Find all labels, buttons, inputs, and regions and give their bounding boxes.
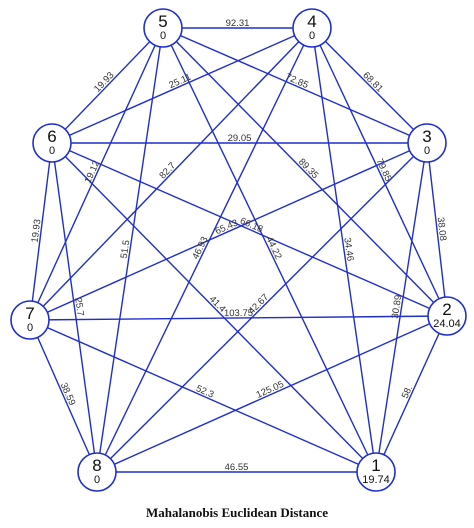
edge-3-7 — [29, 142, 428, 321]
edge-8-2 — [96, 315, 448, 473]
edge-7-2 — [29, 315, 448, 321]
edge-6-2 — [51, 142, 448, 317]
node-5: 50 — [143, 8, 183, 48]
edge-label-5-6: 19.93 — [92, 70, 116, 95]
edge-5-7 — [29, 27, 164, 321]
edge-4-6 — [51, 27, 313, 144]
node-value-label: 19.74 — [362, 474, 390, 486]
node-3: 30 — [407, 123, 447, 163]
node-value-label: 0 — [424, 145, 430, 157]
node-circle — [77, 452, 117, 492]
edge-5-2 — [162, 27, 448, 317]
node-4: 40 — [292, 8, 332, 48]
edge-label-6-3: 29.05 — [228, 133, 252, 144]
edge-3-8 — [96, 142, 428, 473]
edge-4-1 — [311, 27, 377, 473]
edge-label-5-2: 89.35 — [296, 157, 321, 182]
edge-label-3-1: 30.89 — [390, 294, 405, 319]
edge-label-7-2: 103.75 — [224, 308, 253, 319]
edge-label-3-2: 38.08 — [435, 217, 449, 242]
node-id-label: 6 — [47, 127, 56, 146]
node-value-label: 0 — [27, 322, 33, 334]
edge-label-6-7: 19.93 — [30, 218, 44, 243]
node-id-label: 8 — [92, 456, 101, 475]
edge-label-4-2: 79.85 — [374, 157, 394, 183]
edge-label-7-8: 38.59 — [58, 381, 78, 407]
edge-1-2 — [375, 315, 448, 473]
node-circle — [32, 123, 72, 163]
edge-label-4-7: 82.7 — [157, 160, 178, 181]
edge-label-3-7: 65.43 — [214, 218, 240, 238]
edge-label-4-8: 46.93 — [190, 235, 210, 261]
edge-3-2 — [426, 142, 448, 317]
edge-label-5-8: 51.5 — [119, 239, 133, 259]
edge-label-5-4: 92.31 — [226, 18, 250, 29]
node-7: 70 — [10, 300, 50, 340]
edge-4-2 — [311, 27, 448, 317]
node-id-label: 4 — [307, 12, 316, 31]
node-value-label: 0 — [309, 30, 315, 42]
node-value-label: 24.04 — [433, 318, 461, 330]
edge-label-5-7: 19.12 — [82, 159, 102, 185]
edge-6-7 — [29, 142, 53, 321]
edge-label-8-1: 46.55 — [225, 462, 249, 473]
edge-5-1 — [162, 27, 377, 473]
edge-labels-layer: 92.31 19.93 72.85 19.12 51.5 89.35 44.22 68.81 2… — [30, 18, 449, 473]
edge-label-4-1: 34.46 — [341, 237, 355, 262]
edge-label-4-3: 68.81 — [360, 70, 385, 95]
node-circle — [10, 300, 50, 340]
edge-label-6-8: 25.7 — [72, 297, 85, 317]
node-circle — [143, 8, 183, 48]
edge-label-7-1: 52.3 — [194, 383, 215, 401]
node-value-label: 0 — [160, 30, 166, 42]
diagram-caption: Mahalanobis Euclidean Distance — [145, 505, 329, 520]
node-id-label: 3 — [422, 127, 431, 146]
edge-4-8 — [96, 27, 313, 473]
node-8: 80 — [77, 452, 117, 492]
node-circle — [356, 452, 396, 492]
edge-5-3 — [162, 27, 428, 144]
node-value-label: 0 — [49, 145, 55, 157]
node-2: 224.04 — [427, 296, 467, 336]
node-1: 119.74 — [356, 452, 396, 492]
edge-4-3 — [311, 27, 428, 144]
edge-5-6 — [51, 27, 164, 144]
edge-6-1 — [51, 142, 377, 473]
edge-label-5-3: 72.85 — [284, 72, 310, 92]
node-circle — [427, 296, 467, 336]
node-id-label: 1 — [371, 456, 380, 475]
edge-7-1 — [29, 319, 377, 473]
edge-label-5-1: 44.22 — [263, 235, 283, 261]
edge-6-8 — [51, 142, 98, 473]
node-circle — [407, 123, 447, 163]
node-id-label: 2 — [442, 300, 451, 319]
node-id-label: 5 — [158, 12, 167, 31]
edge-4-7 — [29, 27, 313, 321]
edges-layer — [29, 27, 448, 473]
node-circle — [292, 8, 332, 48]
edge-label-4-6: 25.11 — [167, 72, 193, 91]
node-6: 60 — [32, 123, 72, 163]
edge-3-1 — [375, 142, 428, 473]
edge-7-8 — [29, 319, 98, 473]
edge-5-8 — [96, 27, 164, 473]
edge-label-1-2: 58. — [400, 384, 415, 401]
edge-label-8-2: 125.05 — [255, 379, 286, 401]
node-id-label: 7 — [25, 304, 34, 323]
edge-label-6-2: 66.18 — [238, 216, 264, 236]
node-value-label: 0 — [94, 474, 100, 486]
